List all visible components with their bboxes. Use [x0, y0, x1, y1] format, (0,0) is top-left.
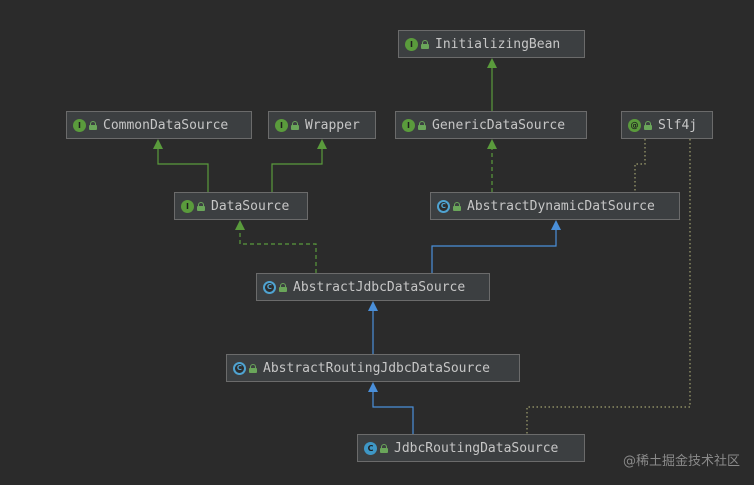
node-label: DataSource [211, 198, 290, 214]
node-label: AbstractDynamicDatSource [467, 198, 655, 214]
node-jdbc-routing-data-source[interactable]: C JdbcRoutingDataSource [357, 434, 585, 462]
edge-slf4j-to-dynamic [634, 139, 646, 192]
arrow-abstract-dynamic-dat-source [551, 220, 561, 230]
node-label: JdbcRoutingDataSource [394, 440, 559, 456]
node-initializing-bean[interactable]: I InitializingBean [398, 30, 585, 58]
node-abstract-jdbc-data-source[interactable]: C AbstractJdbcDataSource [256, 273, 490, 301]
abstract-class-icon: C [437, 199, 450, 213]
arrow-abstract-jdbc-data-source [368, 301, 378, 311]
node-wrapper[interactable]: I Wrapper [268, 111, 376, 139]
lock-icon [418, 120, 426, 130]
node-label: InitializingBean [435, 36, 561, 52]
node-label: AbstractJdbcDataSource [293, 279, 466, 295]
node-label: AbstractRoutingJdbcDataSource [263, 360, 490, 376]
edge-jdbc-to-datasource [239, 230, 317, 273]
lock-icon [89, 120, 97, 130]
node-label: Wrapper [305, 117, 360, 133]
interface-icon: I [275, 118, 288, 132]
watermark: @稀土掘金技术社区 [622, 454, 740, 469]
node-common-data-source[interactable]: I CommonDataSource [66, 111, 252, 139]
arrow-generic-data-source [487, 139, 497, 149]
node-abstract-dynamic-dat-source[interactable]: C AbstractDynamicDatSource [430, 192, 680, 220]
node-abstract-routing-jdbc-data-source[interactable]: C AbstractRoutingJdbcDataSource [226, 354, 520, 382]
interface-icon: I [402, 118, 415, 132]
lock-icon [197, 201, 205, 211]
arrow-common-data-source [153, 139, 163, 149]
annotation-icon: @ [628, 118, 641, 132]
lock-icon [453, 201, 461, 211]
lock-icon [644, 120, 652, 130]
lock-icon [279, 282, 287, 292]
interface-icon: I [73, 118, 86, 132]
edge-datasource-to-wrapper [271, 149, 323, 192]
lock-icon [291, 120, 299, 130]
lock-icon [421, 39, 429, 49]
abstract-class-icon: C [233, 361, 246, 375]
edge-slf4j-to-jdbcrouting [526, 139, 691, 434]
node-slf4j[interactable]: @ Slf4j [621, 111, 713, 139]
node-label: CommonDataSource [103, 117, 229, 133]
node-generic-data-source[interactable]: I GenericDataSource [395, 111, 587, 139]
interface-icon: I [405, 37, 418, 51]
lock-icon [380, 443, 388, 453]
arrow-initializing-bean [487, 58, 497, 68]
edge-jdbcrouting-to-routing [372, 392, 414, 434]
node-label: Slf4j [658, 117, 698, 133]
arrow-wrapper [317, 139, 327, 149]
lock-icon [249, 363, 257, 373]
node-label: GenericDataSource [432, 117, 566, 133]
interface-icon: I [181, 199, 194, 213]
edge-datasource-to-common [157, 149, 209, 192]
class-icon: C [364, 441, 377, 455]
abstract-class-icon: C [263, 280, 276, 294]
arrow-abstract-routing-jdbc-data-source [368, 382, 378, 392]
arrow-data-source [235, 220, 245, 230]
node-data-source[interactable]: I DataSource [174, 192, 308, 220]
edge-jdbc-to-dynamic [431, 230, 557, 273]
